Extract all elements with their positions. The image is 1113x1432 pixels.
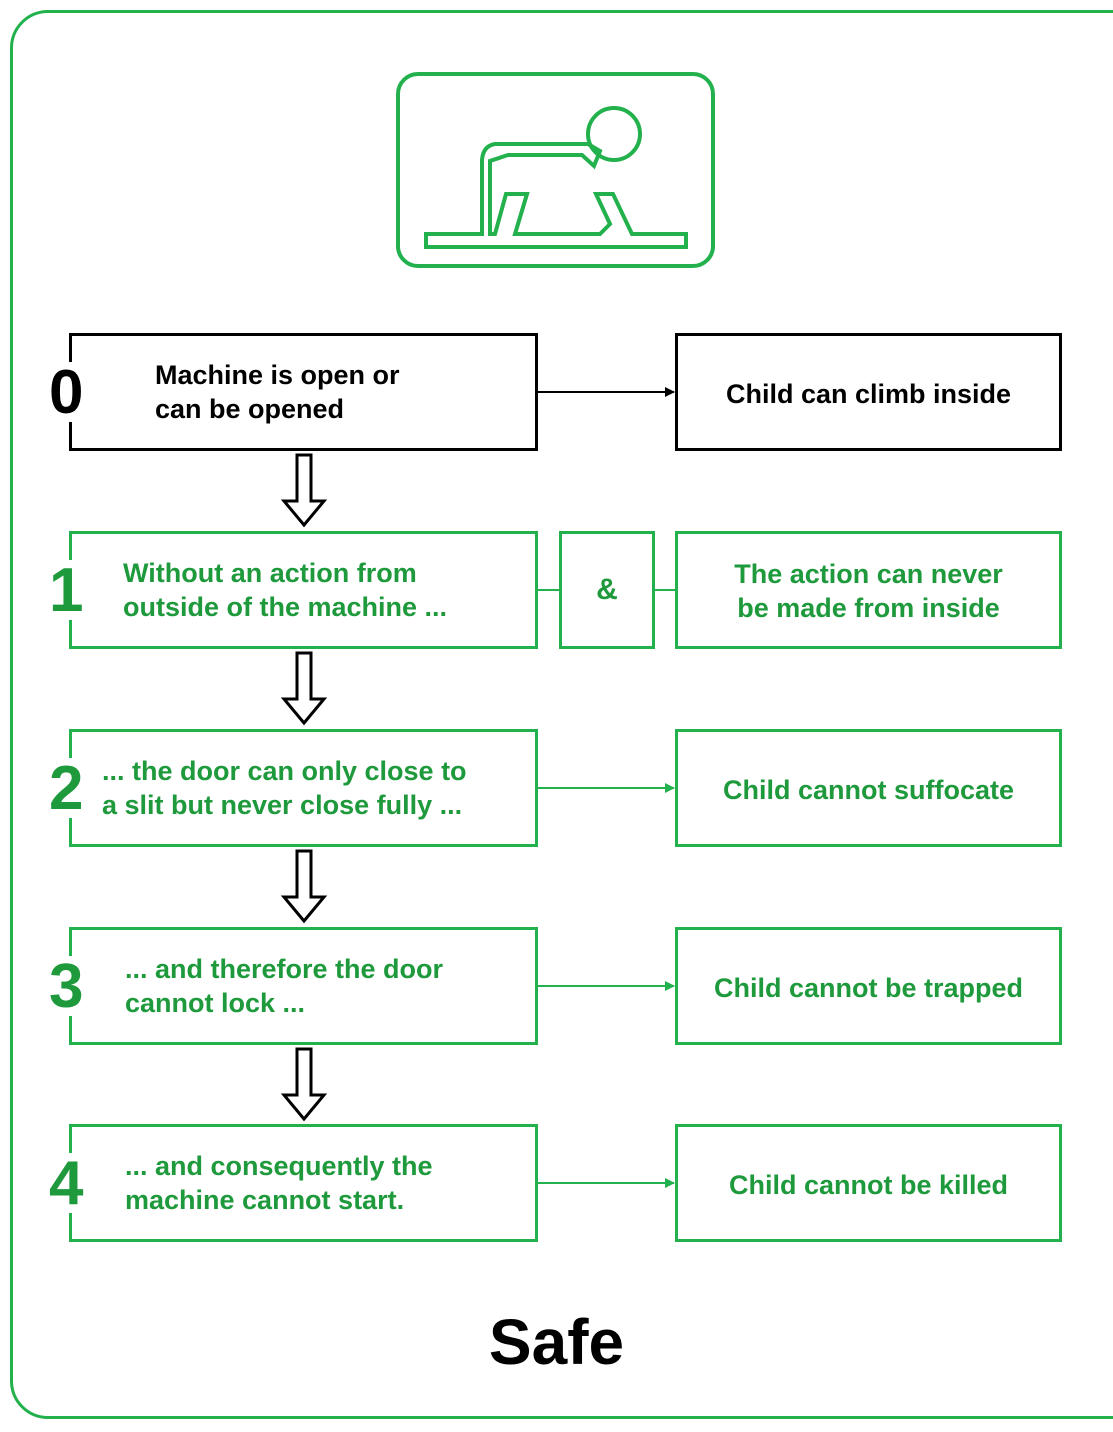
outcome-text: The action can never be made from inside: [734, 559, 1003, 623]
step-text: Machine is open or can be opened: [155, 360, 400, 424]
step-box-0: 0 Machine is open or can be opened: [49, 333, 538, 451]
and-gate: &: [559, 531, 655, 649]
step-number: 2: [49, 754, 84, 823]
step-box-2: 2 ... the door can only close to a slit …: [49, 729, 538, 847]
step-number: 0: [49, 358, 84, 427]
step-number: 4: [49, 1149, 84, 1218]
step-number: 1: [49, 556, 84, 625]
outcome-text: Child cannot be killed: [728, 1170, 1009, 1200]
step-text: ... the door can only close to a slit bu…: [102, 756, 467, 820]
outcome-text: Child can climb inside: [725, 379, 1012, 409]
outcome-box-3: Child cannot be trapped: [675, 927, 1062, 1045]
outcome-text: Child cannot suffocate: [722, 775, 1014, 805]
step-text: ... and consequently the machine cannot …: [125, 1151, 433, 1215]
step-box-3: 3 ... and therefore the door cannot lock…: [49, 927, 538, 1045]
outcome-box-2: Child cannot suffocate: [675, 729, 1062, 847]
step-box-4: 4 ... and consequently the machine canno…: [49, 1124, 538, 1242]
icon-panel: [396, 72, 715, 268]
outcome-box-1: The action can never be made from inside: [675, 531, 1062, 649]
outcome-box-4: Child cannot be killed: [675, 1124, 1062, 1242]
outer-frame: [10, 10, 1113, 1419]
step-text: Without an action from outside of the ma…: [123, 558, 448, 622]
child-crawling-icon: [424, 106, 688, 249]
step-number: 3: [49, 952, 84, 1021]
outcome-box-0: Child can climb inside: [675, 333, 1062, 451]
conclusion-label: Safe: [488, 1306, 625, 1378]
step-text: ... and therefore the door cannot lock .…: [125, 954, 444, 1018]
step-box-1: 1 Without an action from outside of the …: [49, 531, 538, 649]
outcome-text: Child cannot be trapped: [713, 973, 1023, 1003]
